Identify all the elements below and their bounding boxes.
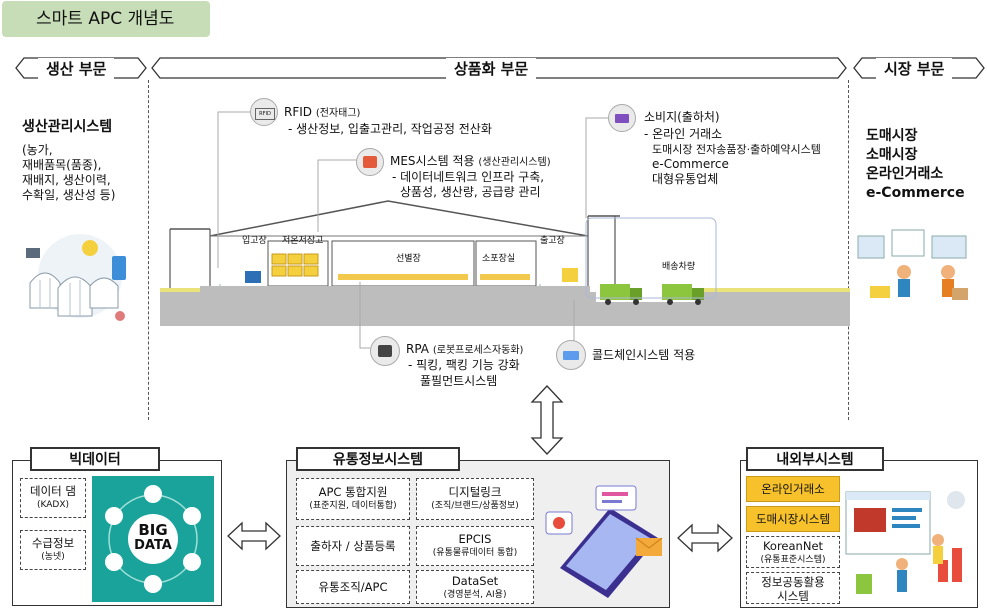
rfid-title: RFID (전자태그) bbox=[284, 105, 361, 119]
bigdata-image: BIG DATA bbox=[92, 476, 214, 602]
cold-truck-icon bbox=[556, 340, 586, 370]
external-item-koreannet: KoreanNet(유통표준시스템) bbox=[746, 536, 840, 568]
distribution-item-1: APC 통합지원(표준지원, 데이터통합) bbox=[296, 478, 410, 520]
apc-facility-illustration bbox=[160, 200, 850, 326]
label-outbound: 출고장 bbox=[540, 236, 565, 246]
label-delivery: 배송차량 bbox=[662, 262, 696, 272]
consumer-line-4: 대형유통업체 bbox=[652, 172, 719, 186]
robot-arm-icon bbox=[370, 336, 400, 366]
distribution-item-4: EPCIS(유통물류데이터 통합) bbox=[416, 526, 534, 566]
market-illustration bbox=[857, 229, 968, 300]
analytics-illustration bbox=[845, 491, 965, 594]
distribution-item-6: DataSet(경영분석, AI용) bbox=[416, 570, 534, 604]
cart-icon bbox=[608, 104, 636, 132]
market-item-1: 도매시장 bbox=[866, 128, 918, 144]
distribution-item-5: 유통조직/APC bbox=[296, 570, 410, 604]
bigdata-logo-text-1: BIG bbox=[138, 521, 168, 539]
consumer-line-1: - 온라인 거래소 bbox=[644, 127, 723, 141]
rpa-line-1: - 픽킹, 팩킹 기능 강화 bbox=[408, 358, 520, 372]
rpa-title: RPA (로봇프로세스자동화) bbox=[406, 342, 524, 356]
consumer-line-3: e-Commerce bbox=[652, 157, 729, 171]
consumer-title: 소비지(출하처) bbox=[644, 110, 720, 124]
market-item-4: e-Commerce bbox=[866, 185, 965, 201]
label-inbound: 입고장 bbox=[242, 236, 267, 246]
bigdata-label: 빅데이터 bbox=[30, 447, 160, 471]
mobile-app-illustration bbox=[545, 485, 663, 598]
coldchain-label: 콜드체인시스템 적용 bbox=[592, 348, 696, 362]
external-label: 내외부시스템 bbox=[746, 447, 884, 471]
rfid-desc: - 생산정보, 입출고관리, 작업공정 전산화 bbox=[288, 122, 492, 136]
section-header-arrows bbox=[15, 57, 985, 79]
separator-right bbox=[848, 80, 849, 420]
section-market: 시장 부문 bbox=[876, 58, 953, 79]
external-item-online-exchange: 온라인거래소 bbox=[746, 476, 840, 502]
mes-line-2: 상품성, 생산량, 공급량 관리 bbox=[400, 185, 541, 199]
diagram-title: 스마트 APC 개념도 bbox=[2, 1, 210, 37]
mes-title: MES시스템 적용 (생산관리시스템) bbox=[390, 154, 551, 168]
label-cold-storage: 저온저장고 bbox=[282, 236, 324, 246]
vertical-double-arrow bbox=[530, 385, 564, 455]
left-double-arrow bbox=[227, 521, 281, 551]
consumer-line-2: 도매시장 전자송품장·출하예약시스템 bbox=[652, 143, 821, 156]
external-item-wholesale-system: 도매시장시스템 bbox=[746, 506, 840, 532]
rpa-line-2: 풀필먼트시스템 bbox=[420, 374, 498, 388]
bigdata-logo-text-2: DATA bbox=[134, 538, 172, 553]
market-item-2: 소매시장 bbox=[866, 147, 918, 163]
label-sorting: 선별장 bbox=[396, 254, 421, 264]
rfid-icon-text: RFID bbox=[255, 108, 275, 120]
mes-line-1: - 데이터네트워크 인프라 구축, bbox=[392, 170, 545, 184]
production-system-title: 생산관리시스템 bbox=[22, 119, 113, 135]
section-commercialization: 상품화 부문 bbox=[446, 58, 537, 79]
smart-farm-illustration bbox=[26, 234, 126, 321]
market-item-3: 온라인거래소 bbox=[866, 166, 944, 182]
separator-left bbox=[148, 80, 149, 420]
bigdata-item-2: 수급정보(농넷) bbox=[20, 530, 86, 570]
right-double-arrow bbox=[677, 523, 733, 553]
production-line-3: 재배지, 생산이력, bbox=[22, 173, 111, 187]
production-line-2: 재배품목(품종), bbox=[22, 158, 102, 172]
mes-icon bbox=[356, 148, 384, 176]
section-production: 생산 부문 bbox=[38, 58, 115, 79]
distribution-item-3: 출하자 / 상품등록 bbox=[296, 526, 410, 566]
distribution-label: 유통정보시스템 bbox=[296, 447, 460, 471]
production-line-4: 수확일, 생산성 등) bbox=[22, 188, 116, 202]
distribution-item-2: 디지털링크(조직/브랜드/상품정보) bbox=[416, 478, 534, 520]
bigdata-item-1: 데이터 댐(KADX) bbox=[20, 478, 86, 518]
label-packing: 소포장실 bbox=[482, 254, 516, 264]
production-line-1: (농가, bbox=[22, 143, 53, 157]
rfid-icon: RFID bbox=[250, 98, 278, 126]
